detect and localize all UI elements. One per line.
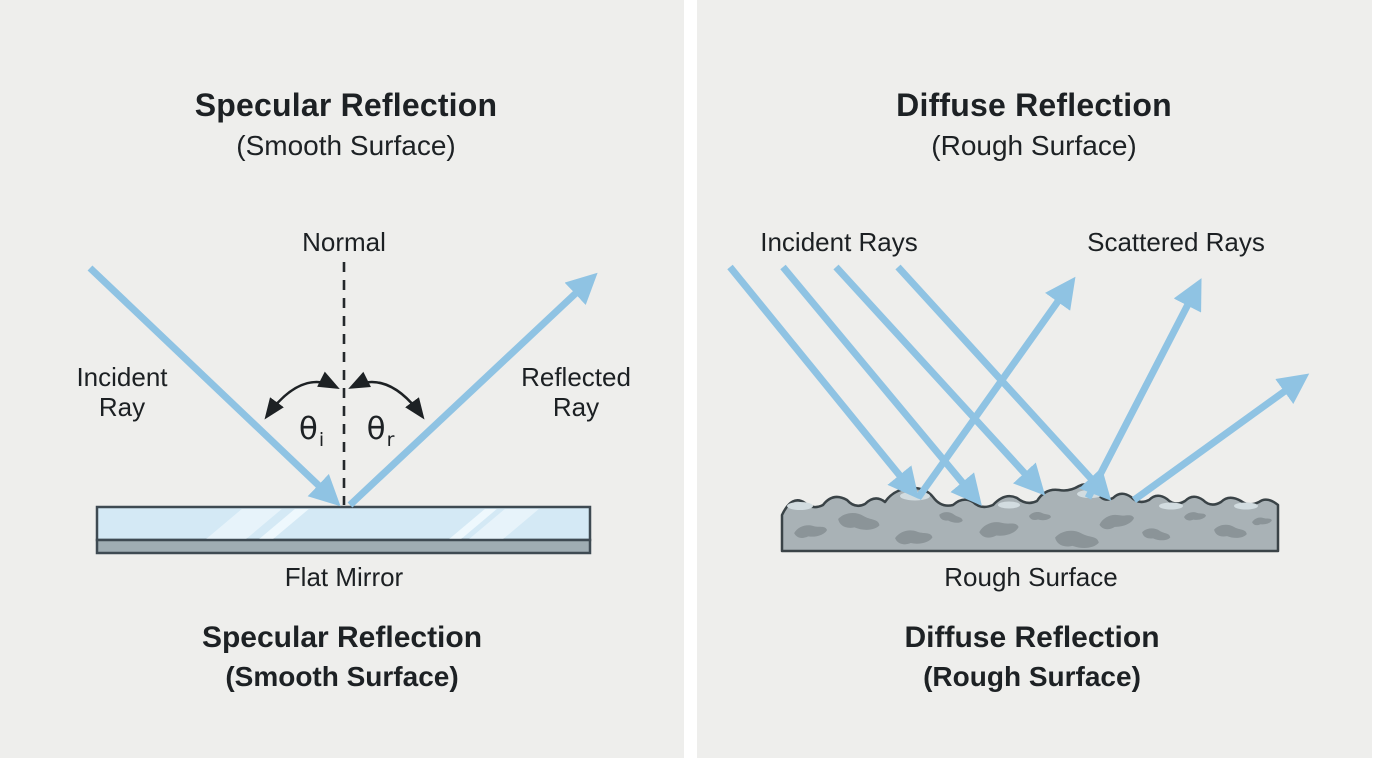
theta-r-label: θr: [366, 411, 395, 451]
diffuse-caption-title: Diffuse Reflection: [904, 621, 1160, 654]
diffuse-subtitle: (Rough Surface): [931, 130, 1137, 161]
specular-panel: Specular Reflection (Smooth Surface) Nor…: [0, 0, 684, 758]
rough-surface: [780, 483, 1280, 553]
incident-rays-label: Incident Rays: [760, 227, 918, 257]
specular-diagram: [87, 262, 598, 555]
incident-rays: [727, 264, 1112, 506]
diffuse-title: Diffuse Reflection: [896, 87, 1172, 123]
angle-arc-incident: [264, 371, 340, 420]
angle-arc-reflected: [348, 371, 425, 420]
diffuse-caption-subtitle: (Rough Surface): [923, 661, 1141, 692]
mirror-base: [95, 538, 592, 555]
specular-caption-subtitle: (Smooth Surface): [225, 661, 459, 692]
specular-title: Specular Reflection: [194, 87, 498, 123]
specular-caption-title: Specular Reflection: [201, 621, 483, 654]
reflected-ray-label: Reflected Ray: [521, 362, 631, 422]
diffuse-panel: Diffuse Reflection (Rough Surface) Incid…: [697, 0, 1372, 758]
mirror-glare: [206, 509, 539, 539]
theta-i-label: θi: [298, 411, 325, 451]
incident-ray-label: Incident Ray: [76, 362, 168, 422]
rough-surface-label: Rough Surface: [944, 562, 1118, 592]
incident-ray: [87, 265, 341, 507]
incident-ray-1: [727, 264, 919, 499]
scattered-rays-label: Scattered Rays: [1087, 227, 1265, 257]
flat-mirror: [95, 505, 592, 555]
scattered-rays: [915, 276, 1310, 503]
scattered-ray-2: [1084, 278, 1202, 500]
specular-subtitle: (Smooth Surface): [236, 130, 456, 161]
normal-label: Normal: [302, 227, 386, 257]
scattered-ray-3: [1131, 373, 1310, 503]
diffuse-diagram: [727, 264, 1310, 553]
incident-ray-2: [780, 264, 982, 506]
incident-ray-3: [833, 264, 1046, 496]
flat-mirror-label: Flat Mirror: [284, 562, 404, 592]
reflected-ray: [347, 272, 598, 508]
scattered-ray-1: [915, 276, 1076, 501]
